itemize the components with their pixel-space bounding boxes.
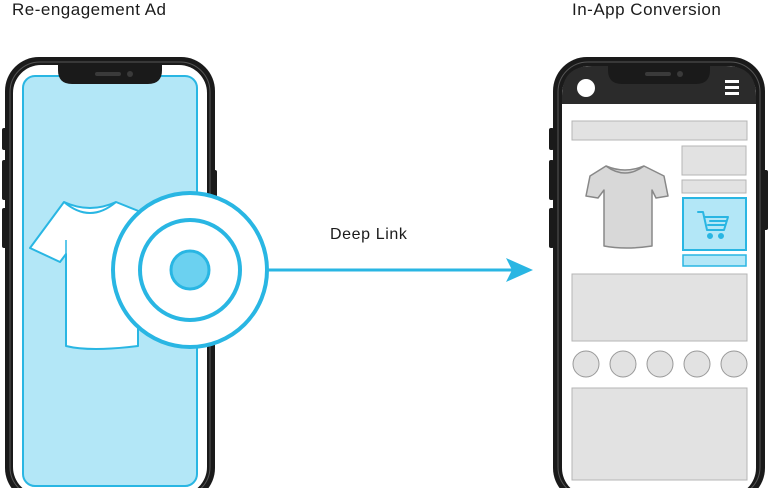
product-tshirt-icon xyxy=(585,165,669,249)
thumbnail-circle xyxy=(572,350,600,378)
thumbnail-circle xyxy=(720,350,748,378)
deep-link-label: Deep Link xyxy=(330,226,408,243)
tap-target-icon xyxy=(111,191,269,349)
app-content xyxy=(571,120,748,481)
hamburger-menu-icon[interactable] xyxy=(725,80,739,95)
left-phone xyxy=(2,57,217,488)
footer-placeholder xyxy=(571,387,748,481)
add-to-cart-button[interactable] xyxy=(682,197,747,251)
right-phone xyxy=(549,57,768,488)
re-engagement-ad-label: Re-engagement Ad xyxy=(12,0,167,19)
thumbnail-circle xyxy=(683,350,711,378)
shopping-cart-icon xyxy=(697,211,729,239)
app-title-bar-placeholder xyxy=(571,120,748,141)
product-title-placeholder xyxy=(681,145,747,176)
product-price-placeholder xyxy=(681,179,747,194)
app-logo-icon[interactable] xyxy=(577,79,595,97)
deep-link-arrow xyxy=(268,258,533,282)
in-app-conversion-label: In-App Conversion xyxy=(572,0,722,19)
cart-underline-bar xyxy=(682,254,747,267)
thumbnail-circle xyxy=(646,350,674,378)
description-placeholder xyxy=(571,273,748,342)
thumbnail-row xyxy=(572,350,748,378)
thumbnail-circle xyxy=(609,350,637,378)
